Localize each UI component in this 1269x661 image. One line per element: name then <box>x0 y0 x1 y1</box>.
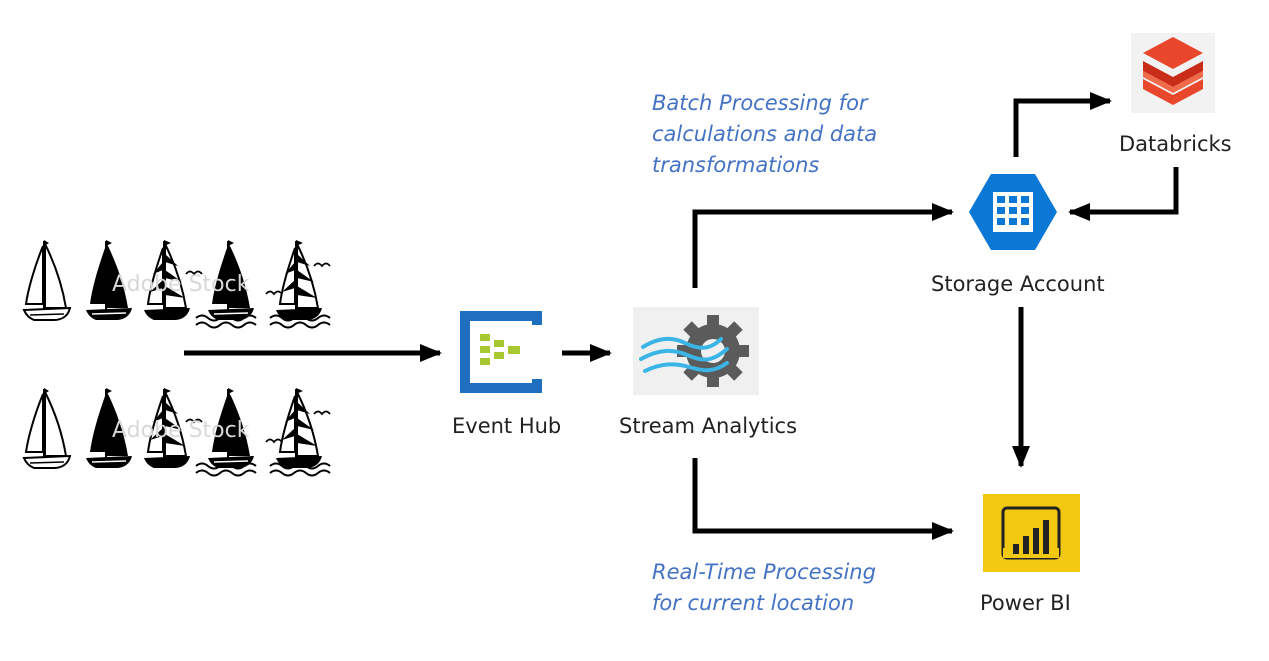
arrow-storage-to-databricks <box>1013 92 1112 157</box>
realtime-processing-note: Real-Time Processing for current locatio… <box>652 557 876 619</box>
batch-note-line-1: Batch Processing for <box>652 91 868 115</box>
power-bi-icon <box>983 494 1080 572</box>
realtime-note-line-2: for current location <box>652 591 855 615</box>
realtime-note-line-1: Real-Time Processing <box>652 560 876 584</box>
stream-analytics-icon <box>633 307 759 395</box>
event-hub-icon <box>460 311 542 393</box>
storage-account-icon <box>969 174 1057 250</box>
batch-processing-note: Batch Processing for calculations and da… <box>652 88 877 181</box>
storage-account-label: Storage Account <box>931 272 1105 296</box>
batch-note-line-3: transformations <box>652 153 820 177</box>
databricks-icon <box>1131 33 1215 113</box>
arrow-databricks-to-storage <box>1068 167 1179 221</box>
event-hub-label: Event Hub <box>452 414 562 438</box>
arrow-stream-to-storage <box>692 203 954 288</box>
watermark-bottom: Adobe Stock <box>112 418 250 443</box>
databricks-label: Databricks <box>1119 132 1232 156</box>
batch-note-line-2: calculations and data <box>652 122 878 146</box>
arrow-stream-to-powerbi <box>692 458 954 540</box>
power-bi-label: Power BI <box>980 591 1071 615</box>
watermark-top: Adobe Stock <box>112 272 250 297</box>
stream-analytics-label: Stream Analytics <box>619 414 798 438</box>
